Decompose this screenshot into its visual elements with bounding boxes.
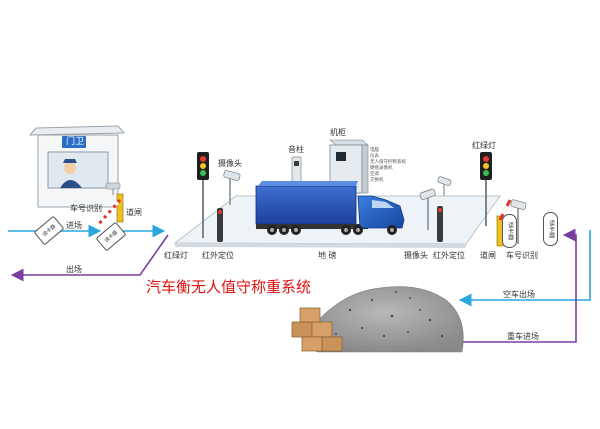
empty-exit-arrow	[458, 230, 591, 307]
cabinet-item: 电脑	[370, 148, 379, 153]
guard-booth	[28, 125, 126, 208]
booth-camera-icon	[105, 182, 121, 195]
truck	[255, 181, 405, 235]
cabinet-items: 电脑 仪表 无人值守控制系统 硬盘录像机 空调 交换机	[370, 148, 406, 184]
vehicle-id-label-right: 车号识别	[506, 251, 538, 260]
traffic-light-label-top: 红绿灯	[472, 141, 496, 150]
right-id-camera-icon	[510, 199, 527, 244]
loaded-enter-label: 重车进场	[507, 332, 539, 341]
left-ir-sensor	[217, 208, 223, 242]
ir-label-left: 红外定位	[202, 251, 234, 260]
cabinet-item: 交换机	[370, 178, 384, 183]
guard-icon	[60, 159, 82, 188]
cabinet-label: 机柜	[330, 128, 346, 137]
enter-label: 进场	[66, 221, 82, 230]
cabinet-item: 无人值守控制系统	[370, 160, 406, 165]
right-traffic-light	[480, 152, 492, 226]
camera-label-top: 摄像头	[218, 159, 242, 168]
sound-column	[291, 156, 302, 186]
column-label: 音柱	[288, 145, 304, 154]
barrier-label-right: 道闸	[480, 251, 496, 260]
card-reader-sign-1: 读卡器	[502, 214, 517, 248]
loaded-enter-arrow	[462, 228, 577, 343]
scale-label: 地 磅	[318, 251, 337, 260]
barrier-label-left: 道闸	[126, 208, 142, 217]
empty-exit-label: 空车出场	[503, 290, 535, 299]
vehicle-id-label-left: 车号识别	[70, 204, 102, 213]
gravel-pile	[306, 286, 464, 353]
right-camera-icon	[419, 176, 452, 230]
cabinet-item: 仪表	[370, 154, 379, 159]
exit-label: 出场	[66, 265, 82, 274]
cabinet-item: 空调	[370, 172, 379, 177]
left-traffic-light	[197, 152, 209, 238]
ir-label-right: 红外定位	[433, 251, 465, 260]
camera-label-right: 摄像头	[404, 251, 428, 260]
booth-label: 门卫	[66, 137, 85, 147]
exit-arrow	[10, 234, 169, 282]
cabinet-item: 硬盘录像机	[370, 166, 393, 171]
cargo-boxes	[291, 307, 343, 352]
left-barrier-gate	[96, 193, 124, 226]
traffic-light-label-left: 红绿灯	[164, 251, 188, 260]
top-camera-icon	[223, 170, 241, 205]
card-reader-sign-2: 读卡器	[543, 212, 558, 246]
right-ir-sensor	[437, 206, 443, 242]
diagram-title: 汽车衡无人值守称重系统	[146, 278, 312, 296]
